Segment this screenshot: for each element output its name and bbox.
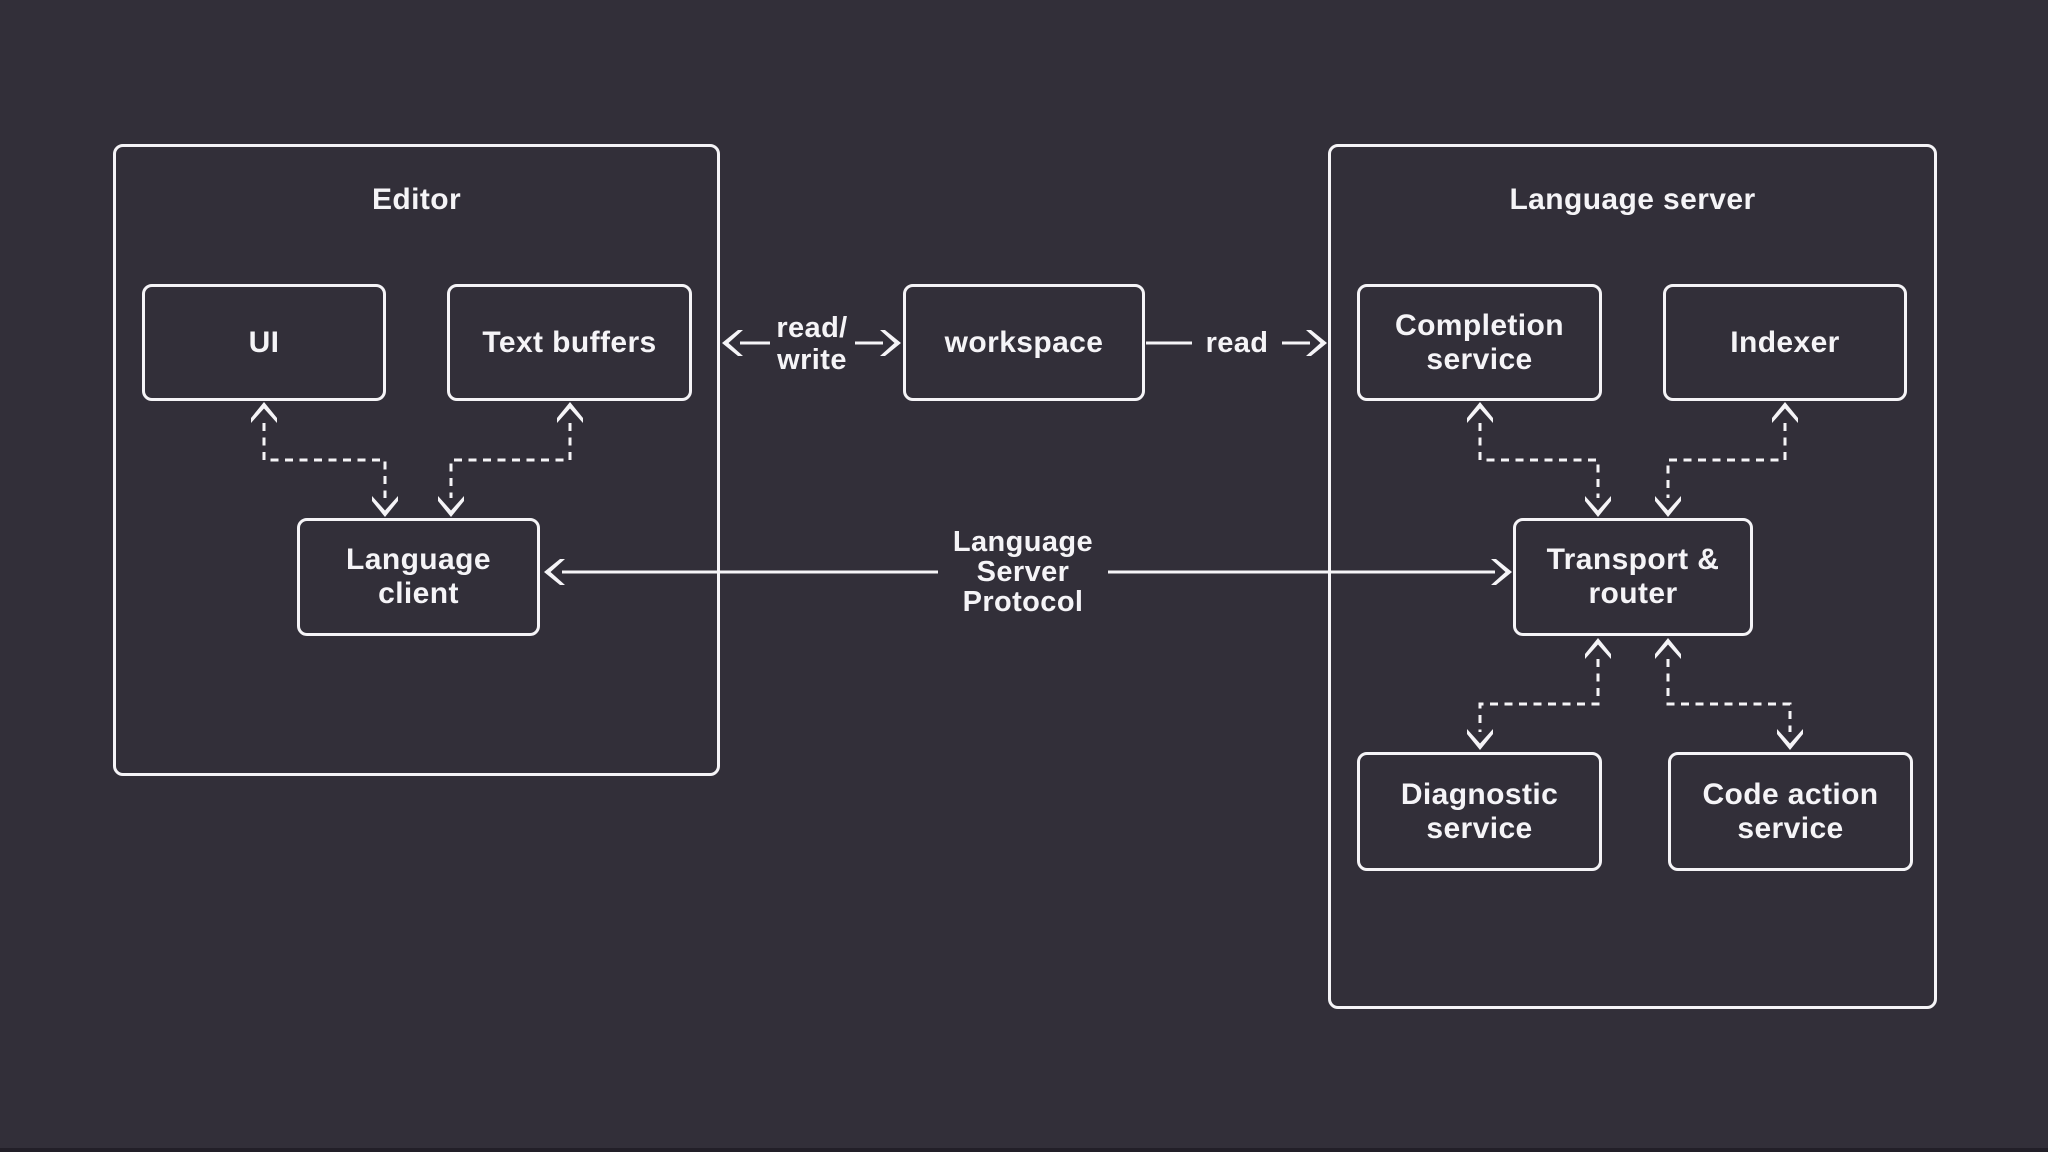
editor-group-box: Editor [113, 144, 720, 776]
arrowhead-right-icon [1306, 330, 1327, 356]
node-indexer-label: Indexer [1730, 325, 1840, 359]
edge-label-read-write: read/ write [776, 312, 848, 376]
node-transport-router: Transport & router [1513, 518, 1753, 636]
node-code-action-service: Code action service [1668, 752, 1913, 871]
node-transport-router-label: Transport & router [1546, 543, 1720, 610]
node-workspace: workspace [903, 284, 1145, 401]
edge-label-language-server-protocol: Language Server Protocol [952, 526, 1094, 618]
node-indexer: Indexer [1663, 284, 1907, 401]
node-completion-service: Completion service [1357, 284, 1602, 401]
node-language-client-label: Language client [346, 543, 491, 610]
editor-group-title: Editor [371, 183, 462, 216]
node-code-action-service-label: Code action service [1702, 777, 1879, 845]
node-ui-label: UI [248, 325, 280, 359]
bottom-edge-strip [0, 1148, 2048, 1152]
language-server-group-box: Language server [1328, 144, 1937, 1009]
node-language-client: Language client [297, 518, 540, 636]
node-text-buffers: Text buffers [447, 284, 692, 401]
node-diagnostic-service-label: Diagnostic service [1400, 777, 1559, 845]
language-server-group-title: Language server [1509, 183, 1756, 216]
node-completion-service-label: Completion service [1395, 308, 1564, 376]
node-diagnostic-service: Diagnostic service [1357, 752, 1602, 871]
node-text-buffers-label: Text buffers [482, 325, 657, 359]
node-workspace-label: workspace [944, 325, 1104, 359]
edge-label-read: read [1205, 327, 1269, 359]
node-ui: UI [142, 284, 386, 401]
